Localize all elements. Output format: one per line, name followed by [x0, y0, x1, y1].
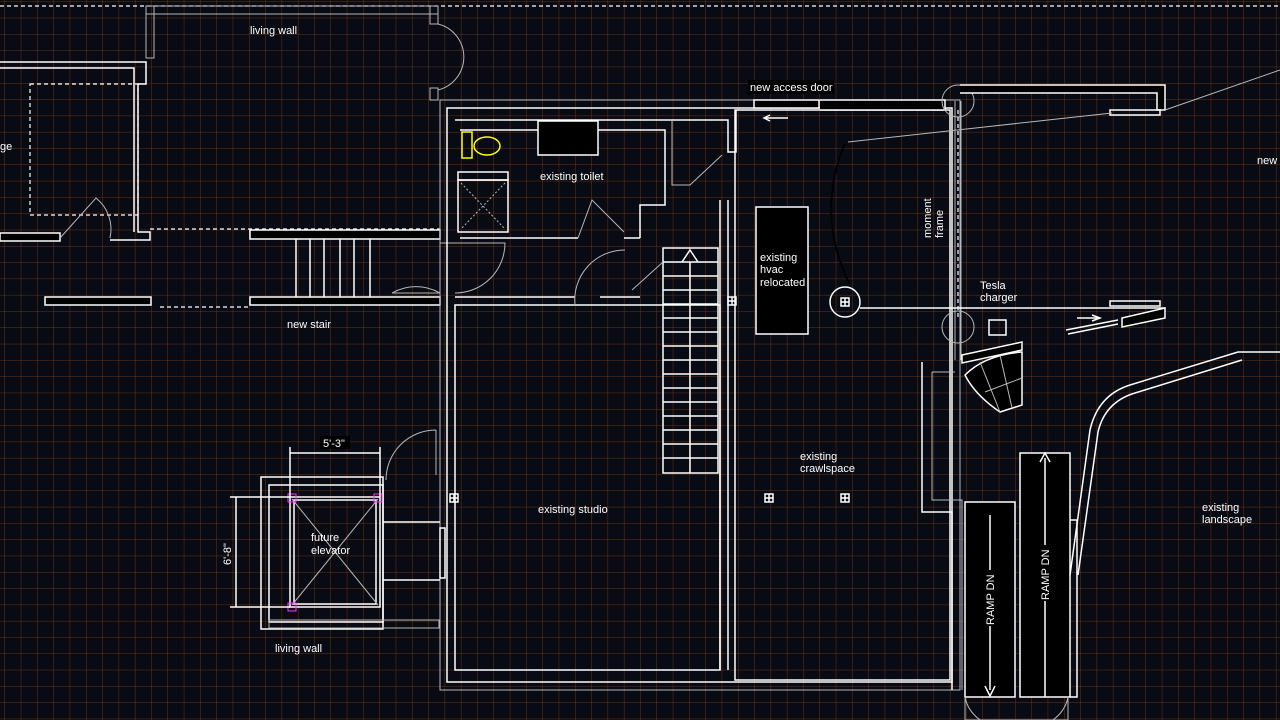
label-new-stair: new stair [287, 319, 331, 331]
future-elevator [260, 429, 446, 630]
label-crawl-line1: existing [800, 451, 837, 463]
label-tesla-line2: charger [980, 292, 1018, 304]
label-new: new [1257, 155, 1277, 167]
label-dimension-height: 6'-8" [222, 543, 234, 565]
carport-roof [830, 69, 1280, 335]
label-elevator-line2: elevator [311, 545, 350, 557]
label-hvac-line3: relocated [760, 277, 805, 289]
label-moment-line1: moment [922, 198, 934, 238]
spiral-steps [961, 341, 1023, 413]
label-hvac-line1: existing [760, 252, 797, 264]
label-moment-line2: frame [934, 210, 946, 238]
label-crawl-line2: crawlspace [800, 463, 855, 475]
grid-marker-icon [449, 296, 850, 503]
label-garage: ge [0, 141, 12, 153]
label-landscape-line1: existing [1202, 502, 1239, 514]
ramp-walls [921, 351, 1280, 720]
label-landscape-line2: landscape [1202, 514, 1252, 526]
moment-frame [941, 84, 975, 360]
floor-drain-icon [829, 286, 861, 318]
shower [457, 171, 509, 233]
label-dimension-width: 5'-3" [323, 438, 345, 450]
label-tesla-line1: Tesla [980, 280, 1007, 292]
toilet-fixture [461, 131, 501, 159]
living-wall-top [145, 5, 465, 101]
label-ramp-left: RAMP DN [985, 574, 997, 625]
tesla-charger [988, 319, 1007, 336]
vanity [537, 120, 599, 156]
existing-stair [631, 247, 719, 474]
label-elevator-line1: future [311, 532, 339, 544]
access-door [753, 99, 946, 122]
garage-walls [0, 61, 440, 242]
dimension-lines [230, 447, 381, 608]
label-new-access-door: new access door [750, 82, 833, 94]
label-living-wall-top: living wall [250, 25, 297, 37]
label-living-wall-bottom: living wall [275, 643, 322, 655]
label-hvac-line2: hvac [760, 264, 784, 276]
label-ramp-right: RAMP DN [1040, 549, 1052, 600]
label-existing-toilet: existing toilet [540, 171, 604, 183]
label-existing-studio: existing studio [538, 504, 608, 516]
hvac-unit [755, 206, 809, 335]
